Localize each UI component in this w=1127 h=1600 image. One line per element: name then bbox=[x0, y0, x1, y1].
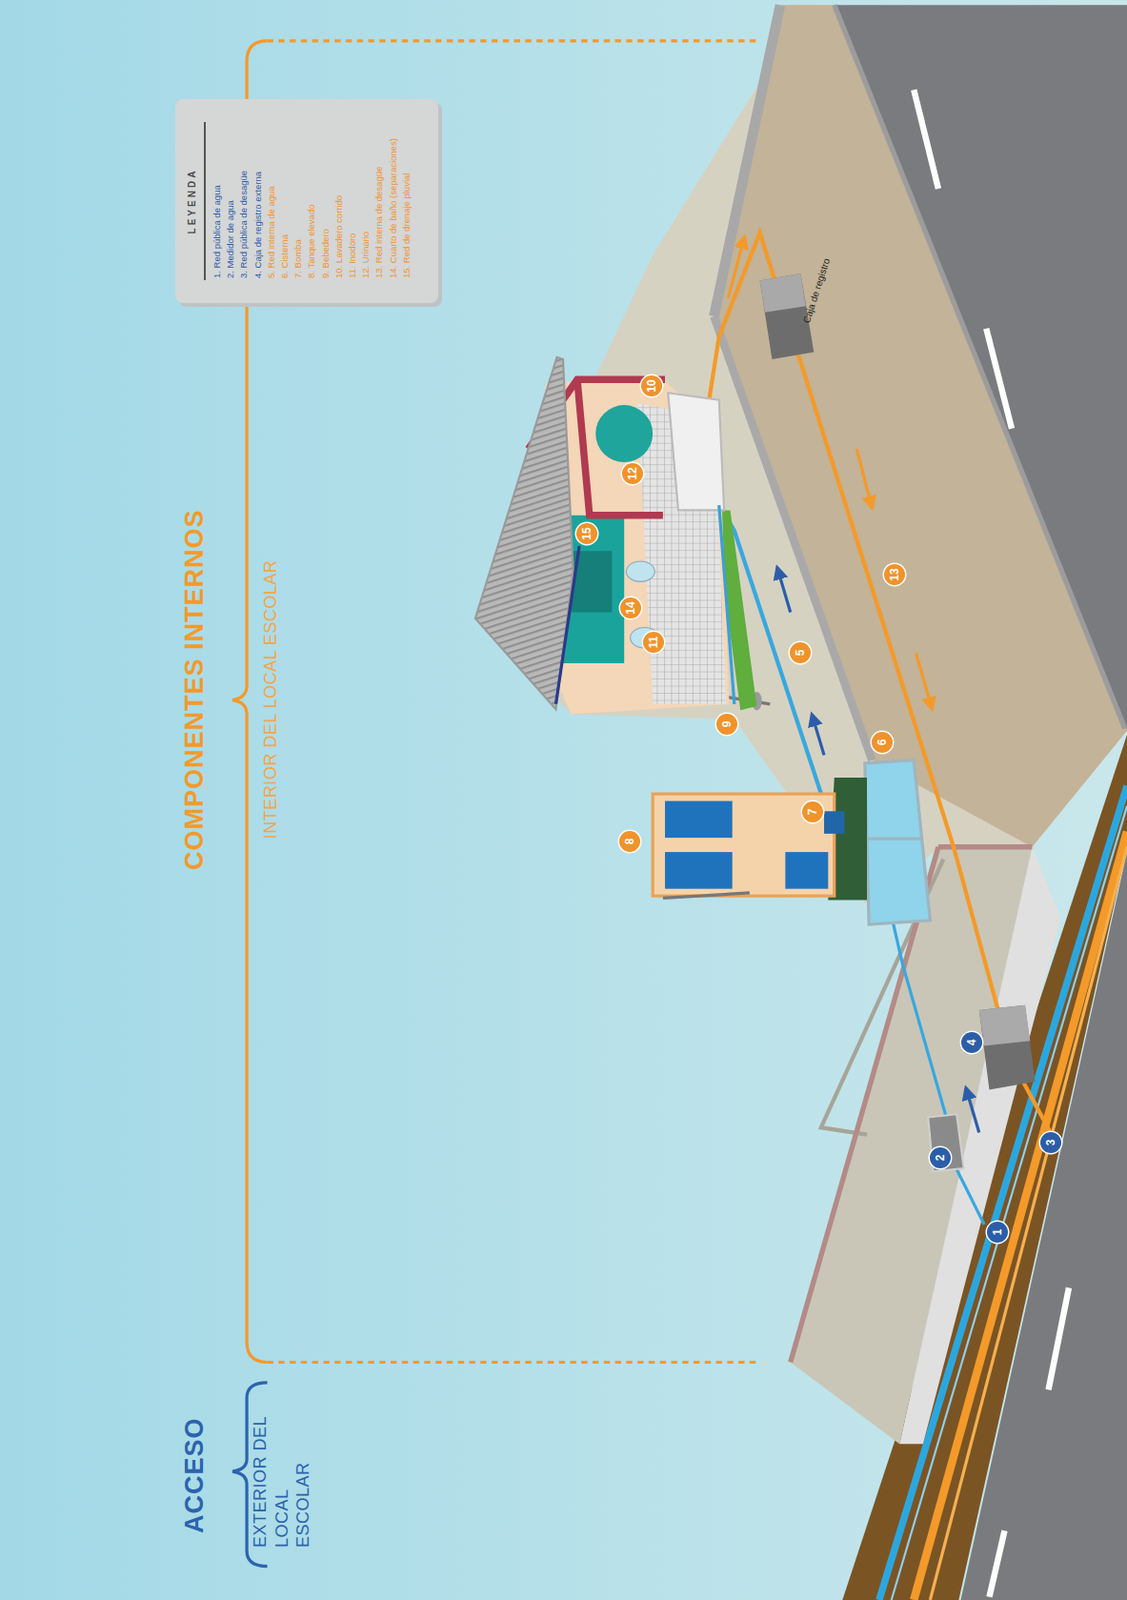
legend-item: 10. Lavadero corrido bbox=[333, 195, 344, 279]
callout-number: 10 bbox=[641, 375, 663, 397]
callout-number: 1 bbox=[986, 1221, 1008, 1243]
legend-rule bbox=[203, 121, 206, 281]
flow-arrows bbox=[727, 236, 979, 1132]
callout-number: 8 bbox=[619, 830, 641, 852]
part-label: Caja de registro bbox=[796, 243, 836, 339]
water-pipe bbox=[886, 897, 954, 1143]
registry-box bbox=[979, 1005, 1031, 1047]
toilet bbox=[625, 561, 655, 582]
callout-number: 13 bbox=[884, 563, 906, 585]
sidewalk bbox=[713, 4, 1127, 846]
section-subheading: INTERIOR DEL LOCAL ESCOLAR bbox=[261, 556, 282, 843]
wall-edge bbox=[790, 846, 939, 1363]
registry-box bbox=[760, 273, 806, 313]
tank-panel bbox=[664, 801, 733, 839]
legend-box: LEYENDA 1. Red pública de agua2. Medidor … bbox=[175, 99, 439, 303]
tank-panel bbox=[784, 851, 828, 889]
legend-item: 4. Caja de registro externa bbox=[252, 171, 263, 279]
bracket-dashes bbox=[266, 1360, 760, 1364]
building-water-line bbox=[719, 504, 735, 705]
legend-item: 1. Red pública de agua bbox=[211, 184, 222, 279]
legend-item: 8. Tanque elevado bbox=[305, 204, 317, 279]
pump bbox=[824, 810, 845, 834]
legend-title: LEYENDA bbox=[186, 99, 198, 303]
callout-number: 5 bbox=[789, 642, 811, 664]
roof bbox=[475, 357, 574, 709]
cistern bbox=[865, 760, 931, 925]
legend-item: 2. Medidor de agua bbox=[224, 200, 236, 279]
tank-panel bbox=[664, 851, 733, 889]
legend-item: 7. Bomba bbox=[292, 239, 303, 279]
bracket-dashes bbox=[266, 39, 760, 42]
legend-item: 5. Red interna de agua bbox=[265, 185, 277, 279]
tank-tower bbox=[652, 793, 835, 896]
legend-item: 9. Bebedero bbox=[320, 228, 331, 279]
section-heading: COMPONENTES INTERNOS bbox=[180, 526, 210, 870]
water-pipe bbox=[953, 1163, 985, 1225]
callout-number: 9 bbox=[716, 713, 738, 735]
callout-number: 7 bbox=[802, 801, 824, 823]
callout-number: 3 bbox=[1040, 1131, 1062, 1153]
legend-item: 13. Red interna de desagüe bbox=[373, 166, 384, 279]
cistern bbox=[866, 837, 924, 841]
curb bbox=[834, 4, 1126, 728]
rain-downpipe bbox=[555, 545, 580, 705]
wash-trough bbox=[667, 392, 725, 510]
legend-content: LEYENDA 1. Red pública de agua2. Medidor … bbox=[175, 99, 439, 303]
callout-number: 11 bbox=[643, 631, 665, 653]
legend-item: 3. Red pública de desagüe bbox=[238, 170, 249, 279]
registry-box bbox=[979, 1005, 1036, 1090]
callout-number: 2 bbox=[929, 1147, 951, 1168]
callout-number: 15 bbox=[576, 523, 598, 544]
water-meter bbox=[927, 1113, 964, 1171]
legend-item: 6. Cisterna bbox=[279, 234, 290, 279]
callout-number: 4 bbox=[961, 1031, 983, 1053]
legend-item: 11. Inodoro bbox=[346, 233, 358, 279]
tower-ladder bbox=[663, 892, 750, 898]
legend-item: 12. Urinario bbox=[360, 231, 371, 279]
legend-item: 15. Red de drenaje pluvial bbox=[401, 173, 412, 279]
urinal bbox=[595, 404, 653, 463]
callout-number: 6 bbox=[871, 731, 893, 753]
section-heading: ACCESO bbox=[180, 1418, 210, 1533]
legend-item: 14. Cuarto de baño (separaciones) bbox=[387, 138, 399, 279]
front-wall bbox=[790, 846, 1033, 1444]
callout-number: 14 bbox=[620, 597, 642, 619]
callout-number: 12 bbox=[622, 462, 644, 484]
section-subheading: EXTERIOR DEL LOCAL ESCOLAR bbox=[249, 1404, 315, 1548]
internal-sewer-pipe bbox=[704, 232, 1000, 1015]
